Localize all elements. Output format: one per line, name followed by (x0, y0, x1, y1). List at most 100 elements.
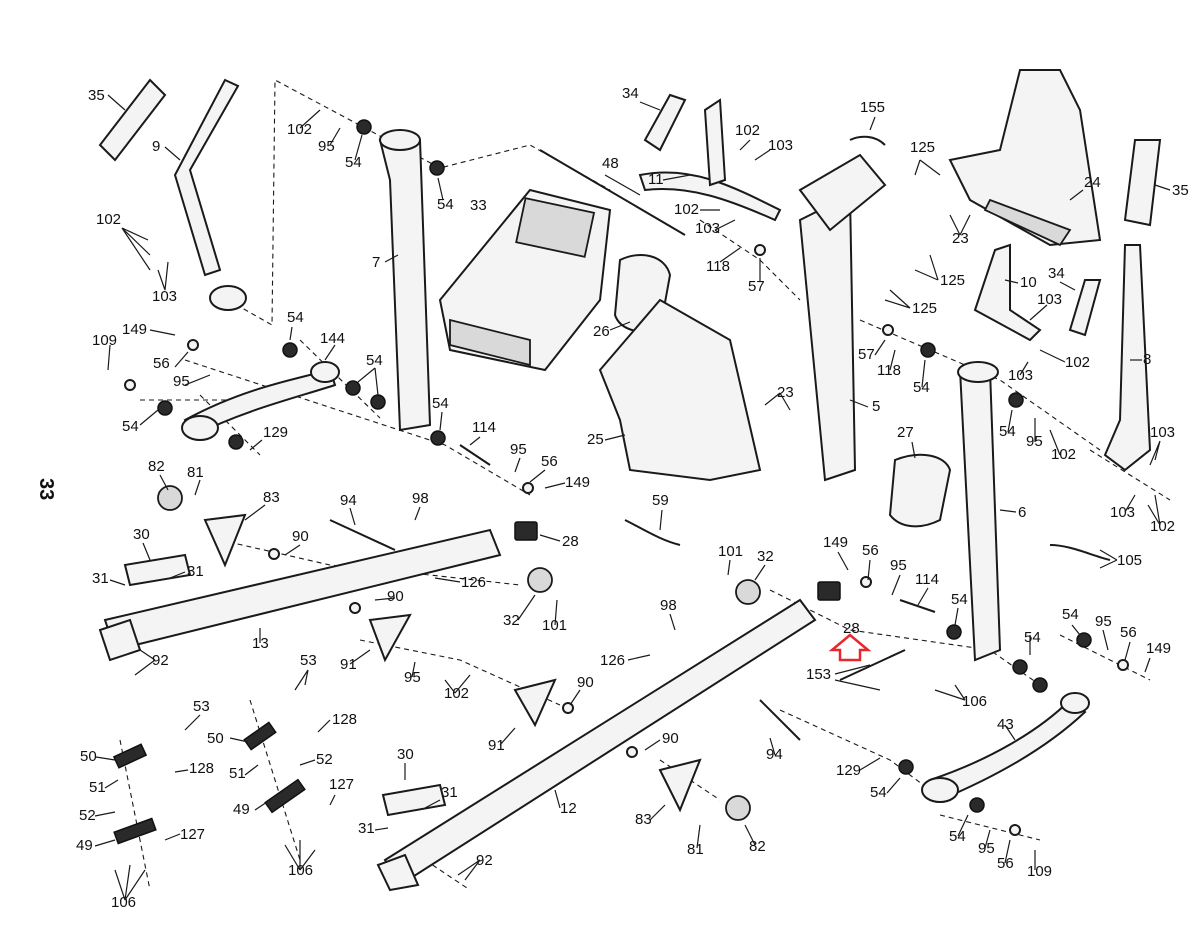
callout-32: 32 (503, 612, 520, 629)
callout-33: 33 (470, 197, 487, 214)
callout-144: 144 (320, 330, 345, 347)
callout-91: 91 (340, 656, 357, 673)
callout-109: 109 (92, 332, 117, 349)
callout-30: 30 (397, 746, 414, 763)
callout-149: 149 (1146, 640, 1171, 657)
axle-114 (459, 444, 936, 613)
callout-114: 114 (915, 571, 939, 588)
leader-lines (94, 94, 1171, 901)
callout-102: 102 (1051, 446, 1076, 463)
callout-8: 8 (1143, 351, 1151, 368)
callout-102: 102 (1150, 518, 1175, 535)
callout-95: 95 (978, 840, 995, 857)
handlebar-9 (173, 78, 247, 311)
callout-125: 125 (912, 300, 937, 317)
callout-54: 54 (437, 196, 454, 213)
callout-109: 109 (1027, 863, 1052, 880)
callout-114: 114 (472, 419, 496, 436)
page-number: 33 (35, 478, 57, 500)
callout-83: 83 (263, 489, 280, 506)
callout-103: 103 (1110, 504, 1135, 521)
callout-27: 27 (897, 424, 914, 441)
callout-52: 52 (79, 807, 96, 824)
callout-102: 102 (735, 122, 760, 139)
callout-95: 95 (890, 557, 907, 574)
callout-95: 95 (404, 669, 421, 686)
callout-102: 102 (444, 685, 469, 702)
callout-155: 155 (860, 99, 885, 116)
bolt-94 (329, 519, 801, 741)
pedal-arm-7 (378, 129, 432, 432)
callout-53: 53 (193, 698, 210, 715)
callout-102: 102 (96, 211, 121, 228)
callout-56: 56 (541, 453, 558, 470)
callout-95: 95 (318, 138, 335, 155)
callout-54: 54 (951, 591, 968, 608)
callout-98: 98 (660, 597, 677, 614)
highlight-arrow-marker (828, 633, 872, 662)
callout-102: 102 (287, 121, 312, 138)
callout-56: 56 (862, 542, 879, 559)
callout-92: 92 (152, 652, 169, 669)
callout-23: 23 (777, 384, 794, 401)
callout-25: 25 (587, 431, 604, 448)
callout-82: 82 (749, 838, 766, 855)
handle-10 (973, 243, 1042, 342)
callout-103: 103 (695, 220, 720, 237)
callout-48: 48 (602, 155, 619, 172)
callout-54: 54 (1062, 606, 1079, 623)
callout-106: 106 (962, 693, 987, 710)
callout-54: 54 (1024, 629, 1041, 646)
callout-labels: 35 9 102 103 102 95 54 54 7 33 48 34 11 … (76, 85, 1189, 911)
callout-90: 90 (662, 730, 679, 747)
callout-43: 43 (997, 716, 1014, 733)
pedal-brackets-49-50-52 (112, 721, 306, 845)
callout-59: 59 (652, 492, 669, 509)
callout-56: 56 (997, 855, 1014, 872)
callout-106: 106 (111, 894, 136, 911)
link-arm-43 (921, 692, 1090, 803)
callout-106: 106 (288, 862, 313, 879)
callout-105: 105 (1117, 552, 1142, 569)
callout-31: 31 (441, 784, 458, 801)
callout-126: 126 (600, 652, 625, 669)
brackets-28 (514, 521, 841, 601)
grip-34-right (1068, 279, 1102, 337)
callout-56: 56 (1120, 624, 1137, 641)
callout-98: 98 (412, 490, 429, 507)
callout-23: 23 (952, 230, 969, 247)
callout-125: 125 (910, 139, 935, 156)
upright-5 (798, 153, 887, 482)
callout-31: 31 (358, 820, 375, 837)
callout-32: 32 (757, 548, 774, 565)
callout-103: 103 (1150, 424, 1175, 441)
callout-103: 103 (1037, 291, 1062, 308)
callout-50: 50 (80, 748, 97, 765)
callout-81: 81 (187, 464, 204, 481)
callout-52: 52 (316, 751, 333, 768)
callout-149: 149 (565, 474, 590, 491)
callout-95: 95 (1026, 433, 1043, 450)
callout-35: 35 (1172, 182, 1189, 199)
pedal-30 (123, 553, 447, 817)
callout-9: 9 (152, 138, 160, 155)
callout-127: 127 (329, 776, 354, 793)
pedal-rail-12 (376, 598, 817, 892)
pedal-rail-13 (98, 528, 502, 662)
callout-5: 5 (872, 398, 880, 415)
callout-57: 57 (748, 278, 765, 295)
callout-13: 13 (252, 635, 269, 652)
callout-126: 126 (461, 574, 486, 591)
callout-103: 103 (152, 288, 177, 305)
callout-31: 31 (92, 570, 109, 587)
callout-54: 54 (432, 395, 449, 412)
callout-94: 94 (340, 492, 357, 509)
callout-28: 28 (843, 620, 860, 637)
callout-90: 90 (387, 588, 404, 605)
callout-50: 50 (207, 730, 224, 747)
pedal-arm-8 (1103, 244, 1152, 472)
callout-81: 81 (687, 841, 704, 858)
callout-95: 95 (1095, 613, 1112, 630)
grip-34-top (643, 93, 687, 152)
callout-90: 90 (292, 528, 309, 545)
